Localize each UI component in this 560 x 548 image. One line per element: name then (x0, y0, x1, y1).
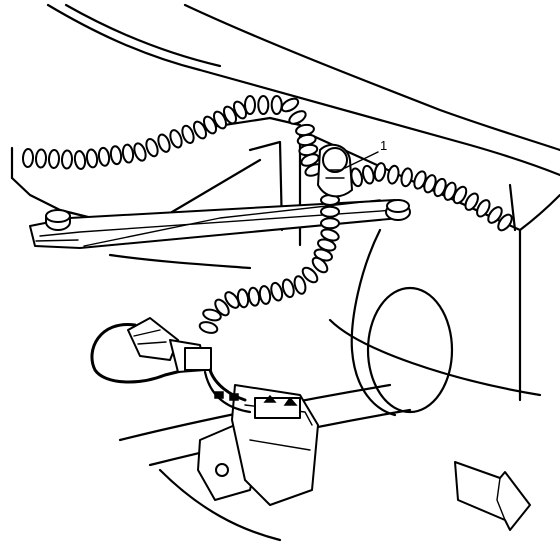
bolt-left (45, 209, 71, 231)
brace-strut (29, 199, 401, 249)
electrical-connector (127, 317, 212, 373)
inner-fender-panel (10, 116, 560, 402)
relay-module (231, 384, 319, 506)
wiring-harness-lower (198, 194, 340, 334)
connector-wire-loop (90, 323, 187, 384)
bolt-right (385, 199, 411, 221)
wiring-harness-upper (21, 95, 324, 177)
wire-to-module (203, 368, 252, 414)
callout-number: 1 (380, 138, 387, 153)
harness-clip (317, 143, 353, 198)
direction-arrow-icon (454, 461, 531, 531)
callout-leader (344, 151, 379, 169)
hood-edge (46, 3, 560, 177)
